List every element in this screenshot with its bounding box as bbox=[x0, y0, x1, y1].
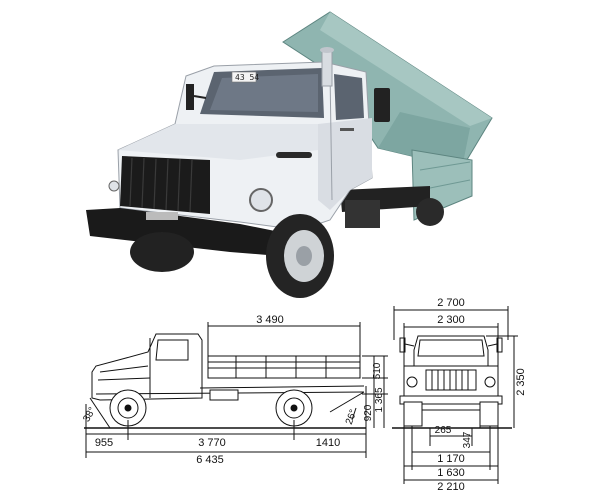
dim-side-height: 510 bbox=[372, 362, 383, 379]
dim-front-track: 1 170 bbox=[437, 453, 465, 465]
chassis bbox=[340, 186, 444, 228]
dim-overall-height: 2 350 bbox=[515, 368, 527, 396]
dim-rear-overhang: 1410 bbox=[316, 437, 340, 449]
roof-plate-text: 43 54 bbox=[235, 73, 259, 82]
dim-approach-angle: 38° bbox=[81, 405, 98, 424]
dim-outer-width: 2 700 bbox=[437, 297, 465, 309]
dim-platform-height: 1 365 bbox=[374, 387, 385, 412]
cab: 43 54 bbox=[86, 47, 390, 298]
dim-overall-length: 6 435 bbox=[196, 454, 224, 466]
dim-body-width: 2 300 bbox=[437, 314, 465, 326]
truck-photo: 43 54 bbox=[86, 11, 493, 298]
side-front-wheel bbox=[109, 389, 147, 427]
dim-front-overhang: 955 bbox=[95, 437, 113, 449]
dim-overall-width: 2 210 bbox=[437, 481, 465, 492]
dim-wheelbase: 3 770 bbox=[198, 437, 226, 449]
dim-frame-height: 920 bbox=[363, 404, 374, 421]
front-view-labels: 2 700 2 300 2 350 265 347 1 170 1 630 2 … bbox=[435, 297, 527, 492]
dim-rear-track: 1 630 bbox=[437, 467, 465, 479]
dim-axle-height: 347 bbox=[462, 431, 473, 448]
dim-body-length: 3 490 bbox=[256, 314, 284, 326]
dim-departure-angle: 26° bbox=[344, 408, 360, 426]
dim-ground-clearance: 265 bbox=[435, 425, 452, 436]
front-wheel bbox=[130, 214, 334, 298]
side-view-drawing bbox=[84, 322, 388, 458]
side-rear-wheel bbox=[275, 389, 313, 427]
front-view-drawing bbox=[392, 306, 518, 484]
side-view-labels: 3 490 955 3 770 1410 6 435 510 1 365 920… bbox=[81, 314, 385, 466]
